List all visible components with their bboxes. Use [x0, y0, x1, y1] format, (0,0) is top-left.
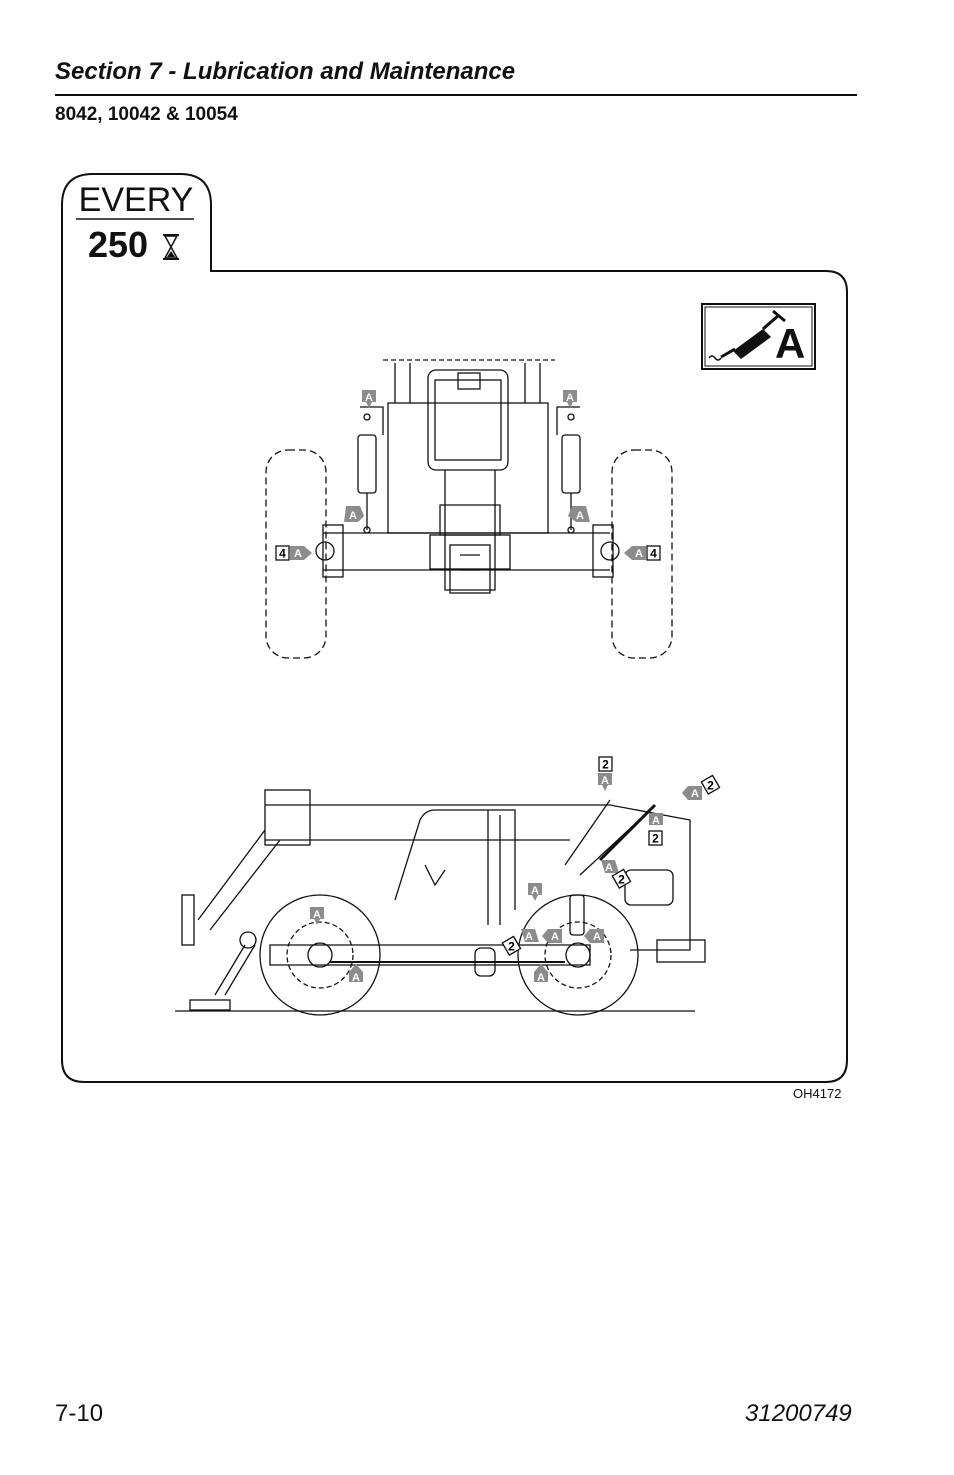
svg-text:A: A [294, 548, 302, 560]
svg-text:2: 2 [652, 832, 659, 846]
front-wheel [259, 894, 381, 1016]
svg-text:A: A [576, 510, 584, 522]
header-rule [55, 94, 857, 96]
grease-point-callout: A [568, 506, 590, 522]
grease-point-callout: A [598, 773, 612, 791]
quantity-box: 4 [275, 545, 290, 561]
grease-point-callout: A [563, 390, 577, 408]
svg-text:A: A [352, 972, 360, 984]
quantity-box: 2 [501, 935, 522, 956]
svg-text:A: A [313, 909, 321, 921]
svg-text:A: A [593, 931, 601, 943]
interval-label: EVERY [78, 181, 194, 219]
svg-text:2: 2 [618, 873, 625, 887]
model-numbers: 8042, 10042 & 10054 [55, 104, 238, 125]
grease-point-callout: A [649, 813, 663, 827]
grease-point-callout: A [344, 506, 364, 522]
grease-point-callout: A [290, 546, 312, 560]
grease-point-callout: A [584, 929, 604, 943]
interval-value: 250 [88, 224, 149, 265]
front-view-drawing [265, 359, 673, 659]
grease-point-callout: A [542, 929, 562, 943]
grease-gun-icon [708, 309, 786, 361]
svg-text:A: A [601, 775, 609, 787]
svg-text:A: A [566, 392, 574, 404]
lube-symbol-box [701, 303, 816, 370]
grease-point-callout: A [601, 860, 619, 874]
svg-text:A: A [635, 548, 643, 560]
quantity-box: 2 [611, 868, 632, 889]
page-number: 7-10 [55, 1400, 104, 1427]
quantity-box: 2 [648, 830, 663, 846]
svg-text:A: A [365, 392, 373, 404]
grease-point-callout: A [682, 786, 702, 800]
svg-text:A: A [691, 788, 699, 800]
svg-text:A: A [349, 510, 357, 522]
grease-point-callout: A [528, 883, 542, 901]
quantity-box: 2 [598, 756, 613, 772]
lube-symbol-letter: A [775, 320, 806, 367]
quantity-box: 2 [700, 774, 721, 795]
figure-id: OH4172 [793, 1086, 842, 1101]
svg-text:A: A [652, 815, 660, 827]
grease-point-callout: A [534, 964, 548, 984]
svg-text:2: 2 [602, 758, 609, 772]
grease-point-callout: A [362, 390, 376, 408]
grease-point-callout: A [310, 907, 324, 925]
right-tire [611, 449, 673, 659]
document-number: 31200749 [745, 1400, 852, 1427]
svg-text:2: 2 [508, 940, 515, 954]
section-title: Section 7 - Lubrication and Maintenance [55, 58, 516, 85]
svg-text:A: A [525, 931, 533, 943]
svg-text:A: A [531, 885, 539, 897]
grease-point-callout: A [349, 964, 363, 984]
grease-point-callout: A [521, 929, 539, 943]
svg-text:A: A [605, 862, 613, 874]
quantity-box: 4 [646, 545, 661, 561]
svg-text:A: A [537, 972, 545, 984]
hourglass-icon [163, 234, 179, 260]
svg-text:4: 4 [279, 547, 286, 561]
left-tire [265, 449, 327, 659]
svg-text:A: A [551, 931, 559, 943]
svg-text:2: 2 [707, 779, 714, 793]
svg-text:4: 4 [650, 547, 657, 561]
side-view-drawing [175, 789, 706, 1016]
grease-point-callout: A [624, 546, 646, 560]
